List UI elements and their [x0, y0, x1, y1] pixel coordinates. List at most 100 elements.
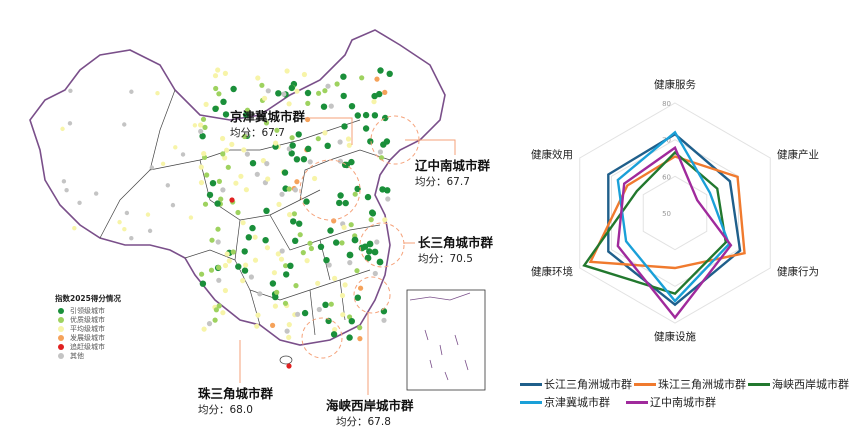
city-dot — [198, 180, 205, 186]
city-dot — [287, 262, 294, 269]
city-dot — [308, 245, 314, 252]
city-dot — [342, 282, 348, 288]
legend-line-icon — [748, 382, 770, 386]
city-dot — [235, 209, 241, 216]
city-dot — [216, 178, 222, 184]
legend-label: 追赶级城市 — [70, 342, 105, 351]
legend-dot-icon — [58, 325, 64, 332]
city-dot — [358, 244, 366, 252]
cluster-label-zhusanjiao: 珠三角城市群 均分：68.0 — [198, 383, 273, 417]
map-legend: 指数2025得分情况 引领级城市优质级城市平均级城市发展级城市追赶级城市其他 — [55, 293, 121, 360]
cluster-circle-changsanjiao — [359, 222, 405, 268]
legend-label: 海峡西岸城市群 — [772, 378, 849, 391]
legend-item: 优质级城市 — [55, 315, 121, 324]
city-dot — [330, 331, 338, 338]
city-dot — [334, 81, 340, 87]
city-dot — [286, 322, 292, 328]
city-dot — [295, 311, 301, 317]
city-dot — [348, 318, 355, 325]
cluster-name: 珠三角城市群 — [198, 386, 274, 401]
city-dot — [286, 363, 292, 369]
city-dot — [188, 215, 194, 220]
cluster-avg: 均分：68.0 — [198, 404, 253, 416]
city-dot — [351, 236, 359, 244]
city-dot — [230, 249, 236, 255]
legend-line-icon — [626, 400, 648, 404]
city-dot — [233, 180, 239, 186]
legend-label: 优质级城市 — [70, 315, 105, 324]
city-dot — [122, 227, 127, 232]
city-dot — [264, 161, 270, 167]
city-dot — [252, 257, 259, 263]
cluster-label-liaozhongnan: 辽中南城市群 均分：67.7 — [415, 155, 490, 189]
cluster-avg: 均分：67.8 — [336, 416, 391, 428]
city-dot — [155, 91, 160, 96]
city-dot — [222, 70, 228, 76]
radar-tick-label: 50 — [662, 210, 671, 218]
city-dot — [242, 133, 248, 140]
city-dot — [202, 201, 209, 207]
city-dot — [354, 268, 360, 274]
legend-label: 其他 — [70, 351, 84, 360]
city-dot — [224, 147, 230, 153]
city-dot — [215, 67, 221, 73]
city-dot — [220, 310, 226, 316]
city-dot — [305, 145, 312, 152]
city-dot — [67, 121, 73, 126]
city-dot — [292, 187, 298, 193]
city-dot — [381, 317, 387, 323]
legend-dot-icon — [58, 307, 64, 314]
legend-label: 平均级城市 — [70, 324, 105, 333]
city-dot — [293, 283, 299, 289]
city-dot — [122, 122, 127, 127]
city-dot — [199, 271, 205, 277]
city-dot — [357, 336, 363, 342]
city-dot — [216, 277, 222, 283]
city-dot — [286, 334, 292, 340]
city-dot — [220, 135, 226, 142]
city-dot — [206, 191, 214, 199]
city-dot — [124, 210, 130, 216]
city-dot — [371, 112, 379, 119]
city-dots — [60, 67, 393, 369]
city-dot — [235, 263, 242, 270]
radar-legend-item: 长江三角洲城市群 — [520, 376, 632, 392]
city-dot — [332, 275, 338, 281]
cluster-name: 京津冀城市群 — [230, 109, 306, 124]
city-dot — [328, 301, 334, 307]
radar-series-3 — [616, 130, 731, 303]
inset-borders — [409, 292, 471, 381]
city-dot — [382, 217, 388, 223]
city-dot — [245, 234, 252, 241]
city-dot — [301, 71, 307, 78]
legend-item: 引领级城市 — [55, 306, 121, 315]
city-dot — [288, 84, 295, 92]
city-dot — [220, 187, 226, 193]
city-dot — [254, 171, 260, 177]
city-dot — [216, 91, 222, 97]
city-dot — [218, 196, 224, 202]
city-dot — [225, 164, 231, 170]
city-dot — [371, 99, 377, 105]
city-dot — [270, 322, 276, 328]
city-dot — [359, 75, 365, 81]
city-dot — [364, 193, 372, 201]
city-dot — [68, 88, 73, 93]
legend-label: 发展级城市 — [70, 333, 105, 342]
legend-label: 辽中南城市群 — [650, 396, 716, 409]
cluster-label-haixia: 海峡西岸城市群 均分：67.8 — [326, 395, 414, 428]
city-dot — [317, 243, 325, 250]
city-dot — [337, 158, 343, 164]
city-dot — [243, 262, 249, 268]
city-dot — [216, 303, 222, 309]
city-dot — [368, 217, 374, 223]
city-dot — [129, 235, 134, 241]
city-dot — [258, 110, 264, 116]
city-dot — [220, 151, 226, 157]
city-dot — [200, 116, 207, 122]
radar-series-1 — [588, 155, 746, 270]
city-dot — [315, 136, 321, 142]
legend-dot-icon — [58, 334, 64, 341]
city-dot — [61, 179, 67, 184]
city-dot — [274, 127, 280, 133]
